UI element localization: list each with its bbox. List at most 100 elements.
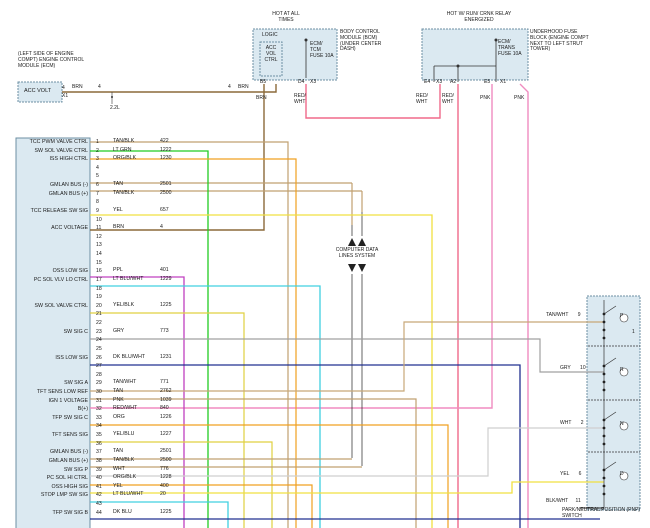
bcm-hot-label: HOT AT ALL TIMES [272, 11, 300, 23]
tcm-pin-number: 9 [96, 207, 99, 214]
ufb-wire-2: RED/ WHT [442, 93, 454, 105]
tcm-pin-number: 10 [96, 216, 102, 223]
splice-label: 2.2L [110, 105, 120, 111]
ufb-wire-3: PNK [480, 95, 491, 101]
tcm-pin-label: PC SOL VLV LO CTRL [33, 276, 88, 283]
tcm-pin-number: 4 [96, 164, 99, 171]
tcm-wire-circuit: 2501 [160, 448, 172, 455]
tcm-pin-number: 12 [96, 233, 102, 240]
tcm-wire-color: ORG [113, 413, 125, 420]
tcm-pin-label: B(+) [77, 406, 88, 413]
bcm-logic-box [259, 41, 283, 77]
tcm-pin-number: 37 [96, 449, 102, 456]
tcm-wire-circuit: 400 [160, 482, 169, 489]
tcm-pin-number: 11 [96, 225, 102, 232]
tcm-wire-circuit: 2501 [160, 181, 172, 188]
ufb-box [421, 28, 529, 81]
tcm-wire-color: TAN [113, 448, 123, 455]
tcm-wire-circuit: 2500 [160, 189, 172, 196]
tcm-pin-label: SW SIG A [64, 380, 88, 387]
ufb-pin-e4: E4 [424, 79, 431, 85]
bcm-logic: LOGIC [262, 32, 278, 38]
tcm-wire-color: ORG/BLK [113, 155, 137, 162]
tcm-wire-circuit: 422 [160, 138, 169, 144]
tcm-wire-circuit: 840 [160, 405, 169, 412]
tcm-wire-circuit: 1230 [160, 155, 172, 162]
bcm-wire-left: BRN [256, 95, 267, 101]
tcm-wire-color: BRN [113, 224, 124, 231]
tcm-pin-label: SW SOL VALVE CTRL [34, 302, 88, 309]
tcm-wire-circuit: 1039 [160, 396, 172, 403]
tcm-wire-color: TAN/BLK [113, 138, 135, 144]
bcm-inner: ACC VOL CTRL [264, 45, 278, 63]
ecm-wire-color: BRN [72, 84, 83, 90]
tcm-pin-number: 34 [96, 423, 102, 430]
ecm-title: (LEFT SIDE OF ENGINE COMPT) ENGINE CONTR… [18, 51, 84, 69]
tcm-wire-color: WHT [113, 465, 125, 472]
tcm-wire-color: DK BLU [113, 508, 132, 515]
ufb-fuse: ECM/ TRANS FUSE 10A [498, 39, 522, 57]
tcm-pin-number: 28 [96, 371, 102, 378]
tcm-pin-number: 7 [96, 190, 99, 197]
tcm-wire-circuit: 2762 [160, 387, 172, 394]
tcm-pin-number: 3 [96, 156, 99, 163]
tcm-pin-number: 35 [96, 432, 102, 439]
tcm-pin-number: 32 [96, 406, 102, 413]
tcm-pin-number: 43 [96, 501, 102, 508]
ecm-acc-volt: ACC VOLT [24, 88, 52, 94]
tcm-pin-label: GMLAN BUS (+) [48, 190, 88, 197]
tcm-pin-number: 41 [96, 483, 102, 490]
tcm-pin-label: TFT SENS LOW REF [36, 388, 88, 395]
tcm-wire-color: LT BLU/WHT [113, 275, 144, 282]
tcm-wire-circuit: 1229 [160, 275, 172, 282]
tcm-pin-label: SW SOL VALVE CTRL [34, 147, 88, 154]
pnp-section-n: N [620, 421, 624, 427]
bcm-pin-d: D4 [298, 79, 305, 85]
tcm-pin-label: PC SOL HI CTRL [46, 475, 88, 482]
tcm-pin-number: 15 [96, 259, 102, 266]
tcm-wire-color: LT GRN [113, 146, 132, 153]
tcm-wire-circuit: 771 [160, 379, 169, 386]
tcm-wire-circuit: 1231 [160, 353, 172, 360]
tcm-wire-color: YEL [113, 482, 123, 489]
ufb-wire-4: PNK [514, 95, 525, 101]
tcm-pin-number: 36 [96, 440, 102, 447]
pnp-wire-1: GRY 10 [560, 365, 586, 371]
tcm-pin-number: 24 [96, 337, 102, 344]
computer-data-lines: COMPUTER DATA LINES SYSTEM [335, 247, 379, 259]
tcm-pin-label: TCC RELEASE SW SIG [30, 207, 88, 214]
tcm-pin-label: GMLAN BUS (-) [50, 182, 88, 189]
tcm-wire-color: PNK [113, 396, 124, 403]
ecm-wire-circuit: 4 [98, 84, 101, 90]
tcm-pin-number: 23 [96, 328, 102, 335]
tcm-pin-number: 19 [96, 294, 102, 301]
tcm-pin-number: 42 [96, 492, 102, 499]
tcm-wire-color: TAN/BLK [113, 456, 135, 463]
tcm-pin-number: 2 [96, 147, 99, 154]
ufb-title: UNDERHOOD FUSE BLOCK (ENGINE COMPT NEXT … [530, 29, 589, 53]
bcm-circuit: 4 [228, 84, 231, 90]
ufb-pin-a2: A2 [450, 79, 457, 85]
ufb-pin-x1: X1 [500, 79, 507, 85]
tcm-pin-label: TFP SW SIG C [52, 414, 88, 421]
tcm-pin-number: 1 [96, 139, 99, 145]
tcm-pin-number: 22 [96, 320, 102, 327]
tcm-pin-number: 16 [96, 268, 102, 275]
tcm-pin-label: OSS HIGH SIG [51, 483, 89, 490]
tcm-wire-color: TAN [113, 387, 123, 394]
pnp-wire-4: BLK/WHT 11 [546, 498, 581, 504]
tcm-wire-circuit: 657 [160, 206, 169, 213]
pnp-section-1: 1 [632, 329, 635, 335]
pnp-section-d: D [620, 471, 624, 477]
tcm-wire-circuit: 4 [160, 224, 163, 231]
tcm-pin-number: 21 [96, 311, 102, 318]
bcm-brn-label: BRN [238, 84, 249, 90]
tcm-pin-number: 5 [96, 173, 99, 180]
tcm-pin-number: 27 [96, 363, 102, 370]
tcm-wire-color: TAN [113, 181, 123, 188]
pnp-section-r: R [620, 367, 624, 373]
pnp-wire-2: WHT 2 [560, 420, 584, 426]
tcm-pin-label: SW SIG C [63, 328, 88, 335]
tcm-wire-circuit: 401 [160, 267, 169, 274]
pnp-title: PARK/NEUTRAL POSITION (PNP) SWITCH [562, 507, 641, 519]
